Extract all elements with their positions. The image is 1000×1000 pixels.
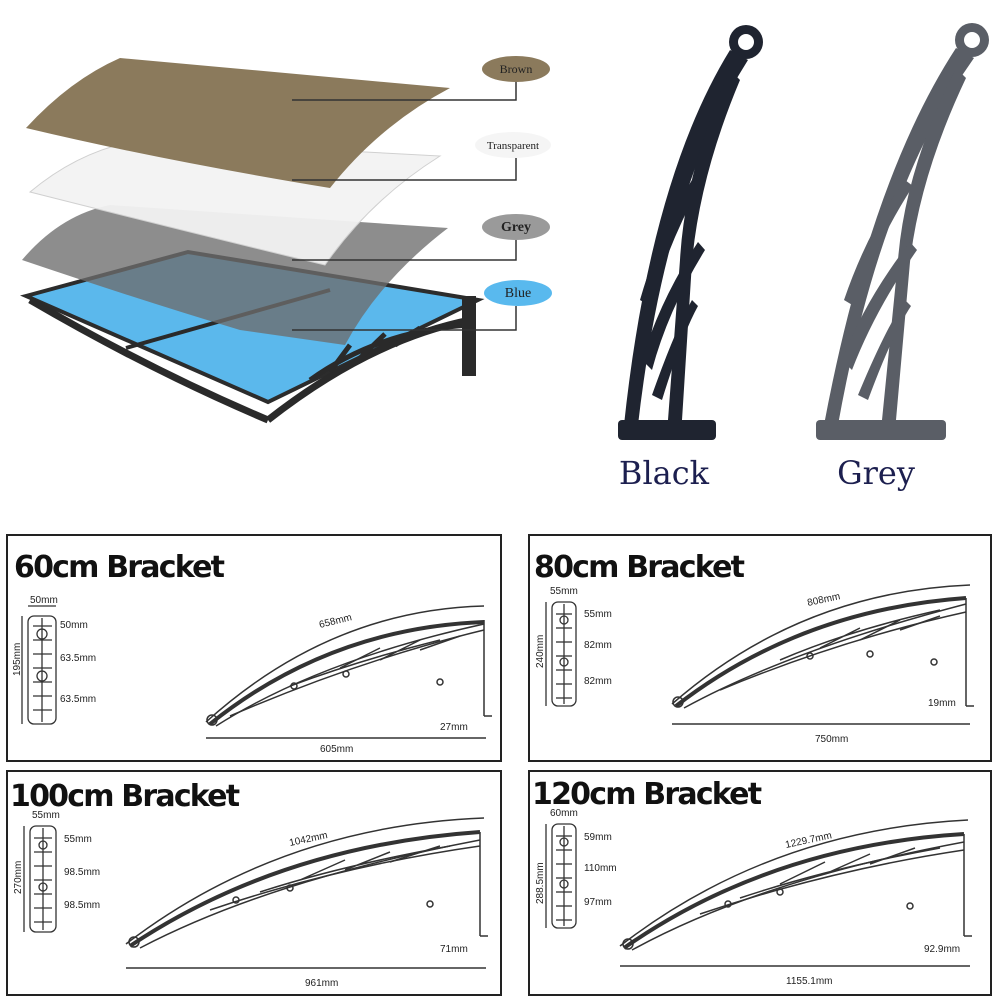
drop-120: 92.9mm xyxy=(924,944,960,955)
brown-label: Brown xyxy=(500,62,533,76)
panel-120cm xyxy=(528,770,992,996)
segment-100-2: 98.5mm xyxy=(64,867,100,878)
bracket-title-80: 80cm Bracket xyxy=(534,550,745,585)
base-plate-120 xyxy=(545,823,577,929)
base-width-60: 50mm xyxy=(30,595,58,606)
bracket-title-120: 120cm Bracket xyxy=(532,777,762,812)
segment-60-3: 63.5mm xyxy=(60,694,96,705)
base-plate-60 xyxy=(21,605,57,725)
base-height-100: 270mm xyxy=(13,861,24,894)
grey-bracket xyxy=(816,23,989,440)
arc-length-60: 658mm xyxy=(318,612,353,631)
grey-label: Grey xyxy=(501,220,531,235)
segment-60-2: 63.5mm xyxy=(60,653,96,664)
bracket-title-60: 60cm Bracket xyxy=(14,550,225,585)
drop-100: 71mm xyxy=(440,944,468,955)
sheet-layers-illustration: Brown Transparent Grey Blue xyxy=(20,56,552,424)
bracket-title-100: 100cm Bracket xyxy=(10,779,240,814)
segment-80-2: 82mm xyxy=(584,640,612,651)
drop-60: 27mm xyxy=(440,722,468,733)
drop-80: 19mm xyxy=(928,698,956,709)
arc-length-80: 808mm xyxy=(806,591,841,609)
base-width-80: 55mm xyxy=(550,586,578,597)
segment-100-1: 55mm xyxy=(64,834,92,845)
width-80: 750mm xyxy=(815,734,848,745)
segment-120-2: 110mm xyxy=(584,863,617,874)
bracket-profile-80 xyxy=(671,584,974,725)
black-bracket xyxy=(618,25,763,440)
segment-80-1: 55mm xyxy=(584,609,612,620)
black-bracket-label: Black xyxy=(619,454,710,492)
segment-60-1: 50mm xyxy=(60,620,88,631)
width-100: 961mm xyxy=(305,978,338,989)
bracket-profile-60 xyxy=(205,605,492,739)
base-width-100: 55mm xyxy=(32,810,60,821)
grey-bracket-label: Grey xyxy=(837,454,915,492)
base-height-80: 240mm xyxy=(535,635,546,668)
base-height-120: 288.5mm xyxy=(535,862,546,904)
base-plate-100 xyxy=(23,825,57,933)
arc-length-100: 1042mm xyxy=(288,830,328,849)
bracket-profile-120 xyxy=(619,819,972,967)
base-width-120: 60mm xyxy=(550,808,578,819)
segment-120-3: 97mm xyxy=(584,897,612,908)
segment-80-3: 82mm xyxy=(584,676,612,687)
blue-label: Blue xyxy=(505,286,531,301)
width-120: 1155.1mm xyxy=(786,976,833,987)
width-60: 605mm xyxy=(320,744,353,755)
base-height-60: 195mm xyxy=(12,643,23,676)
transparent-label: Transparent xyxy=(487,140,539,152)
bracket-colors-illustration: Black Grey xyxy=(618,23,989,492)
segment-120-1: 59mm xyxy=(584,832,612,843)
bracket-profile-100 xyxy=(125,817,488,969)
brown-sheet xyxy=(26,58,450,188)
segment-100-3: 98.5mm xyxy=(64,900,100,911)
base-plate-80 xyxy=(545,601,577,707)
